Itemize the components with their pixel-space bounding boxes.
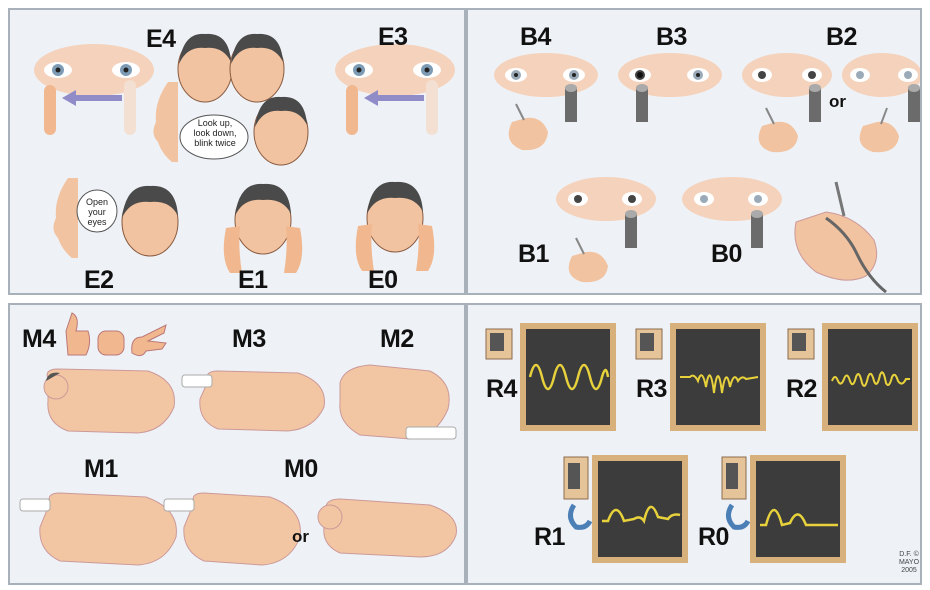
e4-finger-faded-icon [120, 80, 140, 135]
b1-ear-swab-icon [562, 236, 612, 284]
b4-ear-swab-icon [502, 102, 552, 154]
b0-suction-catheter-illustration [786, 182, 890, 294]
e1-face-illustration [218, 178, 308, 273]
m4-peace-sign-icon [128, 319, 168, 359]
r3-monitor-illustration [670, 323, 766, 431]
label-r0: R0 [698, 523, 729, 552]
label-m0: M0 [284, 455, 318, 484]
e3-finger-faded-icon [422, 80, 442, 135]
m0-or-text: or [292, 527, 309, 547]
e2-face-illustration [118, 180, 182, 260]
respiration-panel: R4 R3 R2 R1 R0 D.F. © MAYO 2005 [466, 303, 922, 585]
b2-ear-swab-icon-b [853, 106, 903, 154]
motor-response-panel: M4 M3 M2 M1 M0 or [8, 303, 466, 585]
b0-eyes-illustration [682, 174, 782, 224]
label-b1: B1 [518, 240, 549, 269]
m4-fist-icon [96, 327, 126, 357]
m2-patient-body-illustration [330, 353, 458, 449]
r3-ventilator-icon [634, 327, 664, 361]
r4-ventilator-icon [484, 327, 514, 361]
label-m2: M2 [380, 325, 414, 354]
label-m3: M3 [232, 325, 266, 354]
label-e4: E4 [146, 25, 176, 54]
e0-face-illustration [350, 176, 440, 271]
e3-arrow-icon [364, 90, 424, 106]
label-e1: E1 [238, 266, 268, 295]
r0-monitor-illustration [750, 455, 846, 563]
m4-thumbs-up-icon [62, 313, 92, 359]
label-r2: R2 [786, 375, 817, 404]
brainstem-reflex-panel: B4 B3 B2 or B1 B0 [466, 8, 922, 295]
r2-monitor-illustration [822, 323, 918, 431]
label-r4: R4 [486, 375, 517, 404]
b3-penlight-icon [633, 80, 651, 122]
label-e3: E3 [378, 23, 408, 52]
r2-ventilator-icon [786, 327, 816, 361]
b4-penlight-icon [562, 80, 580, 122]
illustration-credit: D.F. © MAYO 2005 [896, 551, 922, 575]
speech-look-up: Look up, look down, blink twice [189, 118, 241, 148]
r1-monitor-illustration [592, 455, 688, 563]
b2-penlight-icon-b [905, 80, 922, 122]
b4-eyes-illustration [494, 50, 599, 100]
b1-eyes-illustration [556, 174, 656, 224]
label-b0: B0 [711, 240, 742, 269]
r1-ventilator-icon [560, 455, 594, 535]
label-b4: B4 [520, 23, 551, 52]
m3-patient-body-illustration [178, 363, 328, 439]
e4-finger-icon [40, 85, 60, 135]
m0-patient-body-illustration-a [160, 487, 310, 577]
r4-monitor-illustration [520, 323, 616, 431]
e3-finger-icon [342, 85, 362, 135]
b2-penlight-icon-a [806, 80, 824, 122]
e4-arrow-icon [62, 90, 122, 106]
b0-penlight-icon [748, 206, 766, 248]
b1-penlight-icon [622, 206, 640, 248]
label-m4: M4 [22, 325, 56, 354]
label-e0: E0 [368, 266, 398, 295]
label-m1: M1 [84, 455, 118, 484]
m4-patient-body-illustration [38, 361, 178, 441]
m0-patient-body-illustration-b [310, 491, 462, 571]
speech-open-eyes: Open your eyes [78, 197, 116, 227]
b2-ear-swab-icon-a [752, 106, 802, 154]
label-r3: R3 [636, 375, 667, 404]
label-r1: R1 [534, 523, 565, 552]
e4-examiner-profile [148, 82, 178, 162]
label-b3: B3 [656, 23, 687, 52]
eye-response-panel: E4 Look up, look down, blink twice E3 Op… [8, 8, 466, 295]
label-b2: B2 [826, 23, 857, 52]
label-e2: E2 [84, 266, 114, 295]
